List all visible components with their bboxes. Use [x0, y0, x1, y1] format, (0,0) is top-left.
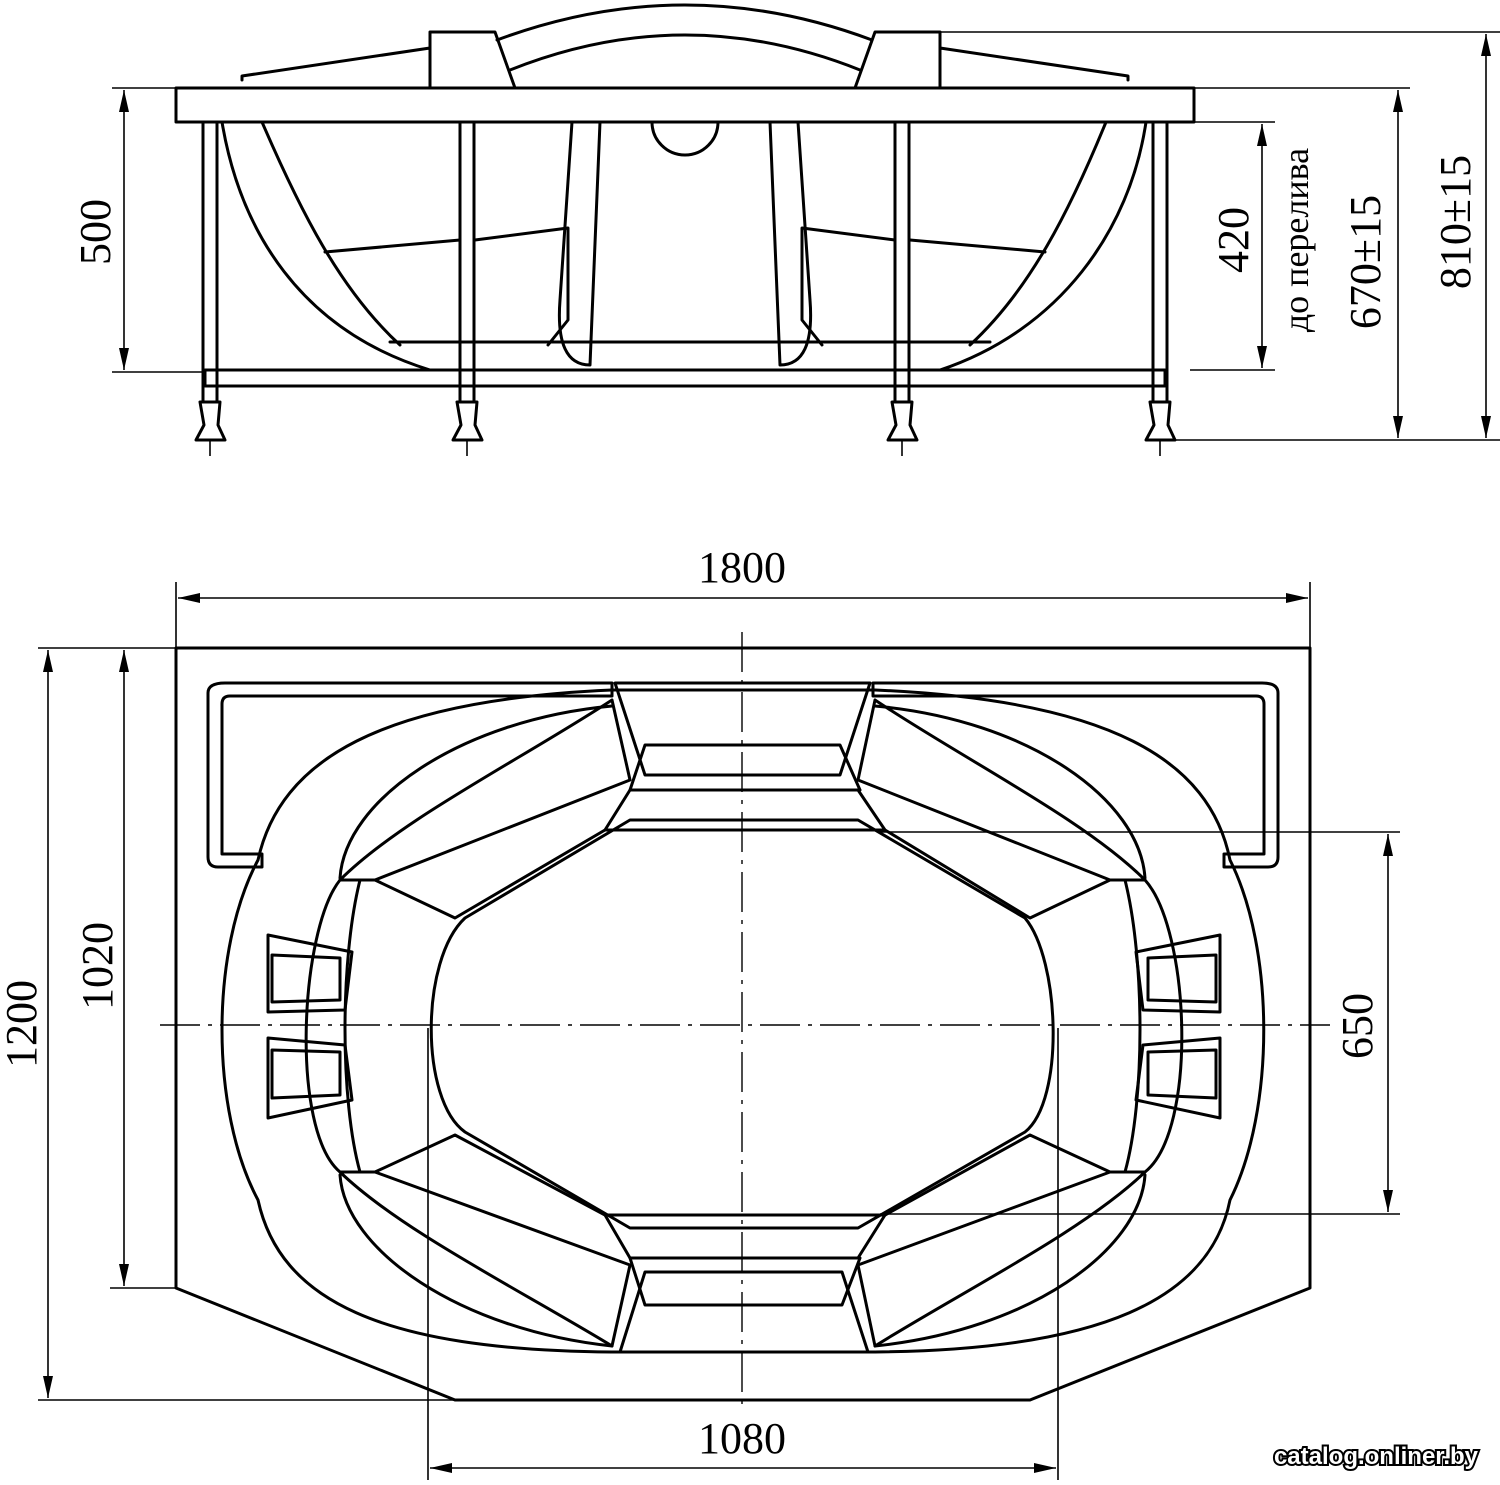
side-rim: [174, 86, 1196, 124]
side-top-arch-inner: [508, 33, 862, 72]
top-shelf: [206, 681, 614, 869]
dim-420: 420 до перелива: [1190, 121, 1316, 371]
dim-1020: 1020: [73, 650, 176, 1289]
side-top-arch: [495, 3, 874, 42]
dim-1800: 1800: [175, 543, 1311, 648]
side-view: 500 420 до перелива 670±15 810±15: [71, 3, 1500, 456]
top-headrest-bottom-inner: [628, 1256, 862, 1307]
side-seat-right-a: [908, 238, 1047, 254]
svg-text:1020: 1020: [73, 922, 122, 1010]
top-headrest-bottom-base: [603, 1213, 887, 1260]
top-bowl-mid: [304, 878, 1184, 1174]
svg-text:650: 650: [1333, 993, 1382, 1059]
top-seat-tr: [856, 698, 1147, 920]
side-seat-left-a: [323, 238, 462, 254]
top-headrest-top-base: [603, 788, 887, 832]
side-legs: [194, 120, 1177, 442]
svg-text:1200: 1200: [0, 980, 46, 1068]
dim-650: 650: [880, 831, 1400, 1215]
side-frame-bar: [203, 368, 1167, 388]
side-headrest-right: [853, 30, 942, 90]
side-armrest-right: [768, 120, 813, 367]
top-headrest-bottom: [618, 1270, 870, 1354]
dim-1200: 1200: [0, 647, 455, 1401]
top-bowl-ring: [338, 704, 1147, 1348]
dim-500: 500: [71, 87, 205, 373]
top-seat-br: [856, 1133, 1147, 1348]
svg-text:1800: 1800: [698, 543, 786, 592]
top-view: 1800 1200 1020 650: [0, 543, 1400, 1480]
side-drain: [650, 120, 720, 157]
side-headrest-left: [428, 30, 517, 90]
side-tub-inner-right: [968, 120, 1108, 347]
top-headrest-top-inner: [628, 743, 862, 792]
svg-text:до перелива: до перелива: [1276, 148, 1316, 332]
top-seat-tl: [338, 698, 632, 920]
top-side-rests: [266, 933, 1222, 1120]
top-seat-bl: [338, 1133, 632, 1348]
dim-810: 810±15: [940, 31, 1500, 438]
svg-text:500: 500: [71, 199, 120, 265]
side-seat-right-b: [800, 226, 897, 347]
side-top-left-edge: [240, 46, 432, 90]
top-bowl-floor: [429, 818, 1055, 1230]
top-headrest-top: [613, 681, 872, 777]
dim-670: 670±15: [1170, 87, 1500, 441]
side-armrest-left: [557, 120, 602, 367]
side-seat-left-b: [473, 226, 570, 347]
side-tub-inner-left: [260, 120, 402, 347]
svg-text:810±15: 810±15: [1431, 155, 1480, 289]
side-tub-outer: [220, 120, 1148, 372]
side-top-right-edge: [938, 46, 1130, 90]
top-bowl-outer: [220, 688, 1266, 1354]
top-bowl-inner-wall: [343, 878, 1142, 1174]
svg-text:420: 420: [1209, 207, 1258, 273]
svg-text:670±15: 670±15: [1341, 195, 1390, 329]
watermark: catalog.onliner.by: [1274, 1443, 1479, 1470]
dim-1080: 1080: [427, 1028, 1059, 1480]
top-shelf-right: [871, 681, 1280, 869]
svg-text:1080: 1080: [698, 1414, 786, 1463]
